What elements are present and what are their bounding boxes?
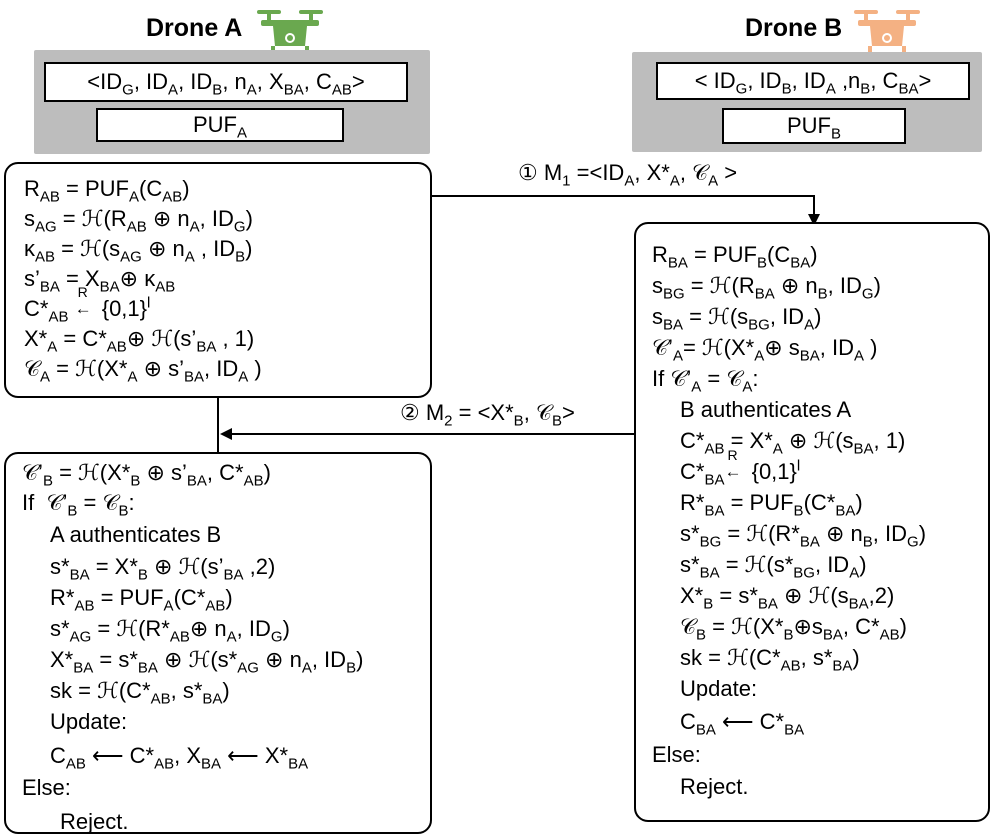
- drone-b-title: Drone B: [745, 14, 843, 42]
- step-line: s*BG = ℋ(R*BA ⊕ nB, IDG): [680, 521, 927, 551]
- step-line: B authenticates A: [680, 397, 852, 422]
- drone-b-compute-panel: RBA = PUFB(CBA) sBG = ℋ(RBA ⊕ nB, IDG) s…: [634, 222, 990, 822]
- step-line: X*B = s*BA ⊕ ℋ(sBA,2): [680, 583, 895, 613]
- drone-a-storage-tuple: <IDG, IDA, IDB, nA, XBA, CAB>: [44, 62, 408, 102]
- step-line: sAG = ℋ(RAB ⊕ nA, IDG): [24, 206, 253, 236]
- step-line: sk = ℋ(C*AB, s*BA): [680, 645, 860, 675]
- step-line: 𝒞’B = ℋ(X*B ⊕ s’BA, C*AB): [22, 460, 271, 490]
- drone-b-puf-box: PUFB: [722, 108, 906, 144]
- step-line: Update:: [50, 709, 128, 734]
- message-m1: ① M1 =<IDA, X*A, 𝒞A >: [518, 160, 738, 190]
- step-line: s*BA = ℋ(s*BG, IDA): [680, 552, 867, 582]
- drone-a-icon: [257, 10, 323, 53]
- step-line: A authenticates B: [50, 522, 222, 547]
- step-line: s*BA = X*B ⊕ ℋ(s’BA ,2): [50, 554, 276, 584]
- step-line: R*BA = PUFB(C*BA): [680, 490, 863, 520]
- step-line: s*AG = ℋ(R*AB⊕ nA, IDG): [50, 616, 290, 646]
- step-line: 𝒞A = ℋ(X*A ⊕ s’BA, IDA ): [24, 356, 262, 386]
- step-line: Else:: [22, 775, 71, 800]
- drone-b-storage-tuple: < IDG, IDB, IDA ,nB, CBA>: [656, 62, 970, 100]
- drone-b-icon: [854, 10, 920, 53]
- drone-a-puf-box: PUFA: [96, 108, 344, 142]
- step-line: Reject.: [60, 809, 129, 834]
- step-line: 𝒞B = ℋ(X*B⊕sBA, C*AB): [680, 614, 907, 644]
- step-line: RBA = PUFB(CBA): [652, 242, 818, 272]
- step-line: Else:: [652, 742, 701, 767]
- step-line: κAB = ℋ(sAG ⊕ nA , IDB): [24, 236, 253, 266]
- step-line: sBA = ℋ(sBG, IDA): [652, 304, 822, 334]
- step-line: Reject.: [680, 774, 749, 799]
- step-line: If 𝒞’B = 𝒞B:: [22, 490, 135, 520]
- step-line: C*BA←R{0,1}l: [680, 447, 801, 489]
- step-line: If 𝒞’A = 𝒞A:: [652, 366, 759, 396]
- step-line: 𝒞’A= ℋ(X*A⊕ sBA, IDA ): [652, 335, 878, 365]
- step-line: CAB ⟵ C*AB, XBA ⟵ X*BA: [50, 743, 309, 773]
- drone-a-title: Drone A: [146, 14, 243, 42]
- step-line: C*AB ←R{0,1}l: [24, 284, 151, 326]
- step-line: X*BA = s*BA ⊕ ℋ(s*AG ⊕ nA, IDB): [50, 647, 364, 677]
- step-line: X*A = C*AB⊕ ℋ(s’BA , 1): [24, 326, 255, 356]
- drone-a-verify-panel: 𝒞’B = ℋ(X*B ⊕ s’BA, C*AB) If 𝒞’B = 𝒞B: A…: [4, 452, 432, 834]
- step-line: RAB = PUFA(CAB): [24, 176, 190, 206]
- step-line: s’BA = XBA⊕ κAB: [24, 266, 176, 296]
- message-m2: ② M2 = <X*B, 𝒞B>: [400, 400, 575, 430]
- step-line: Update:: [680, 676, 758, 701]
- step-line: CBA ⟵ C*BA: [680, 709, 805, 739]
- step-line: R*AB = PUFA(C*AB): [50, 585, 233, 615]
- step-line: sBG = ℋ(RBA ⊕ nB, IDG): [652, 273, 881, 303]
- step-line: sk = ℋ(C*AB, s*BA): [50, 678, 230, 708]
- step-line: C*AB = X*A ⊕ ℋ(sBA, 1): [680, 428, 906, 458]
- drone-a-compute-panel: RAB = PUFA(CAB) sAG = ℋ(RAB ⊕ nA, IDG) κ…: [4, 162, 432, 398]
